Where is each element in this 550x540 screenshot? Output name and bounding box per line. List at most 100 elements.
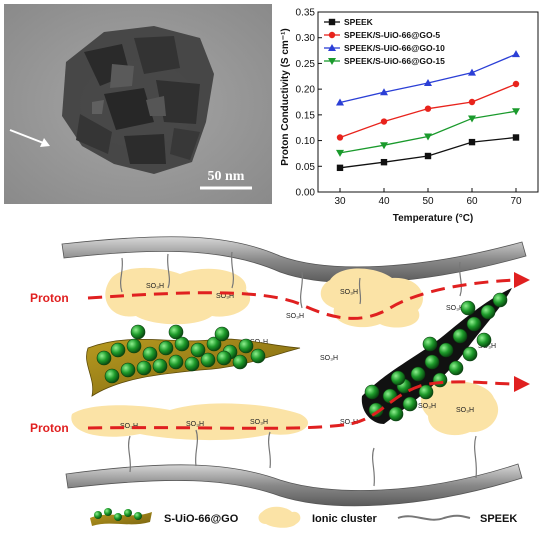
uio66-sphere [452,328,468,344]
data-point [380,142,388,150]
uio66-sphere [250,348,266,364]
y-tick-label: 0.25 [296,59,316,70]
uio66-sphere [200,352,216,368]
data-point [424,152,432,160]
uio66-sphere [410,366,426,382]
polymer-legend-label: SPEEK [480,513,517,525]
uio66-sphere [390,370,406,386]
ionic-clusters [71,267,499,441]
uio66-sphere [158,340,174,356]
y-tick-label: 0.05 [296,162,316,173]
speek-chain-top [61,236,527,284]
data-point [424,78,432,86]
uio66-sphere [424,354,440,370]
uio66-sphere [402,396,418,412]
proton-pathways [87,278,517,430]
arrow-icon [514,376,530,392]
speek-chain-bottom [65,463,523,507]
x-axis-label: Temperature (°C) [393,213,474,224]
uio66-sphere [142,346,158,362]
y-tick-label: 0.20 [296,85,316,96]
legend-label: SPEEK/S-UiO-66@GO-10 [344,43,445,53]
data-point [468,68,476,76]
y-axis-label: Proton Conductivity (S cm⁻¹) [280,28,291,166]
uio66-sphere [168,354,184,370]
data-point [512,80,520,88]
uio66-sphere [418,384,434,400]
arrow-icon [514,272,530,288]
uio66-sphere [466,316,482,332]
data-point [512,134,520,141]
side-chains [119,251,478,487]
mechanism-schematic: SO₃H SO₃H SO₃H SO₃H SO₃H SO₃H SO₃H SO₃H … [30,236,530,528]
y-tick-label: 0.35 [296,8,316,19]
uio66-sphere [492,292,508,308]
sulfonic-labels: SO₃H SO₃H SO₃H SO₃H SO₃H SO₃H SO₃H SO₃H … [120,283,496,430]
data-point [336,98,344,106]
data-point [328,58,336,65]
uio66-sphere [130,324,146,340]
polymer-legend-icon [397,514,471,521]
nanoparticle-cluster [62,26,214,174]
series-line [339,136,517,169]
uio66-sphere [438,342,454,358]
uio66-sphere [168,324,184,340]
data-point [512,108,520,116]
uio66-sphere [232,354,248,370]
so3h-label: SO₃H [456,407,474,414]
so3h-label: SO₃H [418,403,436,410]
uio66-sphere [96,350,112,366]
so3h-label: SO₃H [340,419,358,426]
mof-legend-label: S-UiO-66@GO [164,513,239,525]
x-tick-label: 40 [378,196,390,207]
uio66-sphere [206,336,222,352]
uio66-sphere [476,332,492,348]
x-tick-label: 30 [334,196,346,207]
y-tick-label: 0.30 [296,33,316,44]
cluster-legend-label: Ionic cluster [312,513,378,525]
data-point [328,31,336,39]
data-point [380,118,388,125]
scheme-legend: S-UiO-66@GO Ionic cluster SPEEK [90,506,517,528]
uio66-sphere [238,338,254,354]
legend-label: SPEEK/S-UiO-66@GO-15 [344,56,445,66]
uio66-sphere [216,350,232,366]
arrow-icon [9,129,50,147]
data-point [468,138,476,146]
uio66-sphere [126,338,142,354]
y-tick-label: 0.10 [296,136,316,147]
uio66-sphere [388,406,404,422]
series-line [339,110,517,154]
so3h-label: SO₃H [320,355,338,362]
so3h-label: SO₃H [146,283,164,290]
data-point [424,105,432,112]
cluster-legend-icon [258,506,301,528]
proton-label-top: Proton [30,291,69,305]
so3h-label: SO₃H [120,423,138,430]
data-point [336,164,344,172]
so3h-label: SO₃H [250,419,268,426]
y-tick-label: 0.00 [296,188,316,199]
data-point [424,133,432,141]
uio66-sphere [190,342,206,358]
data-point [336,134,344,141]
uio66-sphere [136,360,152,376]
data-point [328,18,336,26]
uio66-sphere [364,384,380,400]
tem-image: 50 nm [4,4,272,204]
uio66-sphere [422,336,438,352]
data-point [380,158,388,166]
x-tick-label: 50 [422,196,434,207]
x-tick-label: 60 [466,196,478,207]
uio66-sphere [152,358,168,374]
data-point [336,149,344,157]
data-point [512,50,520,58]
so3h-label: SO₃H [446,305,464,312]
uio66-sphere [460,300,476,316]
legend-label: SPEEK [344,17,374,27]
proton-label-bottom: Proton [30,421,69,435]
uio66-sphere [110,342,126,358]
legend-label: SPEEK/S-UiO-66@GO-5 [344,30,440,40]
uio66-sphere [174,336,190,352]
